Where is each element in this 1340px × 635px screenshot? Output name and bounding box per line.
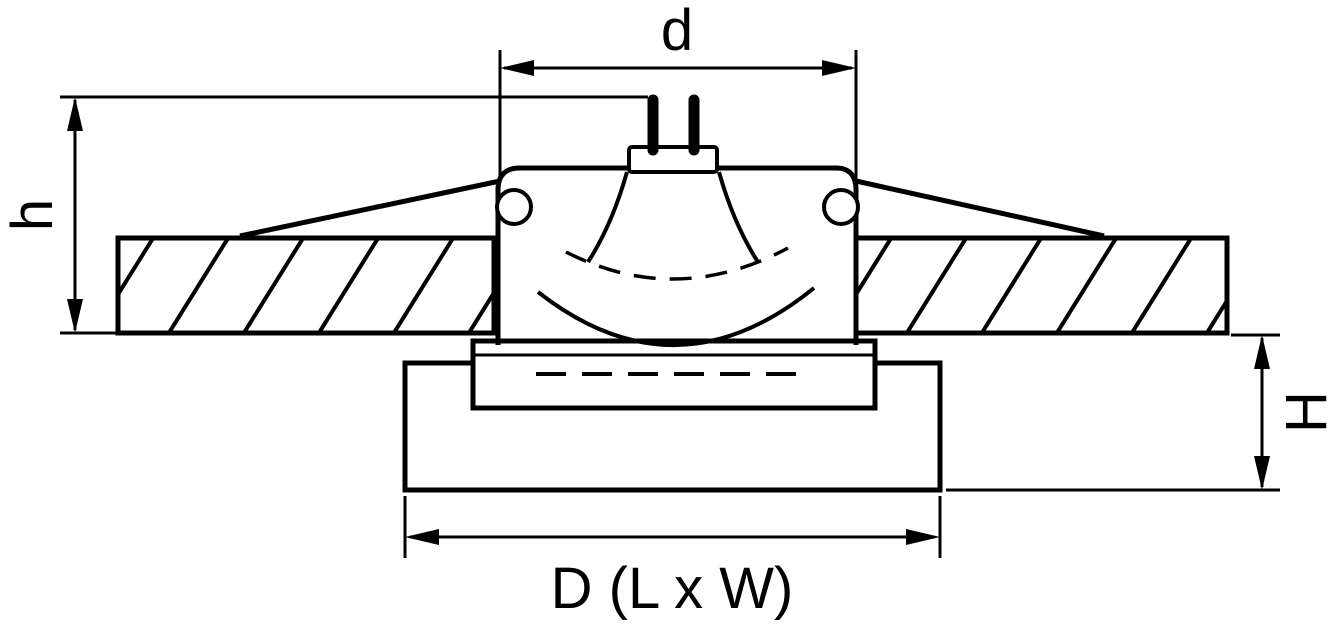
dimension-arrowheads [67, 60, 1270, 545]
ceiling-panel-left [115, 235, 497, 336]
dimension-label-h: h [0, 199, 65, 231]
spring-clip-left [495, 188, 533, 226]
arrow-d-right [822, 60, 856, 76]
lamp-opening-arc [536, 286, 816, 347]
lamp-base [627, 145, 719, 174]
arrow-D-right [906, 529, 940, 545]
mounting-box-inner [470, 338, 878, 411]
arrow-H-top [1254, 335, 1270, 369]
arrow-H-bottom [1254, 456, 1270, 490]
dimension-H [946, 333, 1280, 492]
arrow-h-bottom [67, 299, 83, 333]
dimension-label-D: D (L x W) [551, 556, 794, 621]
lamp-bulb [536, 171, 816, 347]
ceiling-panel-right [853, 235, 1230, 336]
ceiling-panel-right-outline [853, 235, 1230, 336]
dimension-label-d: d [661, 0, 693, 63]
dimension-labels: d h H D (L x W) [0, 0, 1339, 621]
fixture-trim-right [855, 178, 1105, 239]
dimension-d [498, 50, 858, 182]
ceiling-panel-right-hatch [856, 238, 1227, 333]
arrow-d-left [500, 60, 534, 76]
spring-clip-right [822, 188, 860, 226]
lamp-pins [647, 94, 700, 156]
fixture-body-outline [495, 165, 859, 345]
arrow-h-top [67, 97, 83, 131]
lamp-cone-left [586, 171, 629, 264]
dimension-h [60, 95, 648, 335]
lamp-cone-right [717, 171, 760, 264]
lamp-face-hidden-arc [565, 246, 789, 281]
dimension-D [403, 496, 942, 558]
fixture-trim-left [239, 178, 501, 239]
dimension-label-H: H [1274, 391, 1339, 433]
ceiling-panel-left-outline [115, 235, 497, 336]
ceiling-panel-left-hatch [118, 238, 494, 333]
arrow-D-left [405, 529, 439, 545]
fixture-body [495, 165, 859, 345]
